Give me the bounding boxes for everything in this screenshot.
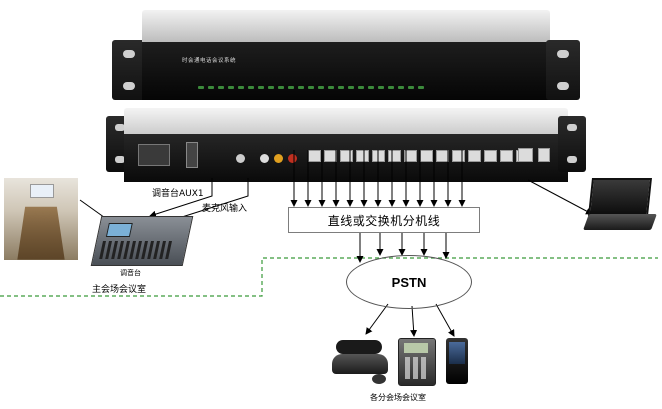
- rack-hole: [557, 50, 569, 58]
- rack-ear-left: [112, 40, 146, 100]
- audio-mixer-icon: [90, 216, 194, 266]
- rack-ear-right: [558, 116, 586, 172]
- desk-phone-icon: [332, 336, 388, 376]
- power-switch-icon: [186, 142, 198, 168]
- conference-phone-icon: [398, 338, 436, 386]
- rack-hole: [557, 82, 569, 90]
- device-top: [124, 108, 568, 136]
- mic-input-arrow: [159, 178, 249, 226]
- device-lid: [142, 10, 550, 42]
- mic-input-label: 麦克风输入: [202, 204, 248, 214]
- serial-port-icon: [538, 148, 550, 162]
- front-panel: 时会通电话会议系统: [142, 42, 550, 100]
- line-switch-box: 直线或交换机分机线: [288, 207, 480, 233]
- front-panel-title: 时会通电话会议系统: [182, 58, 237, 64]
- branch-rooms-label: 各分会场会议室: [370, 393, 426, 402]
- indicator-leds: [198, 86, 428, 91]
- dashed-divider: [0, 257, 658, 297]
- device-rear-view: [106, 108, 586, 184]
- conference-phone-icon: [372, 374, 386, 384]
- audio-jack-icon: [274, 154, 283, 163]
- conference-room-photo-icon: [4, 178, 78, 260]
- ethernet-to-laptop-arrow: [527, 179, 593, 215]
- laptop-icon: [583, 178, 657, 234]
- rack-hole: [123, 82, 135, 90]
- device-front-view: 时会通电话会议系统: [112, 10, 580, 100]
- port-arrows: [290, 150, 466, 207]
- main-room-label: 主会场会议室: [92, 285, 147, 295]
- rack-hole: [123, 50, 135, 58]
- pstn-to-phones-arrows: [365, 303, 455, 337]
- audio-jack-icon: [260, 154, 269, 163]
- pstn-cloud: PSTN: [346, 255, 472, 309]
- rack-ear-right: [546, 40, 580, 100]
- mixer-aux-label: 调音台AUX1: [152, 189, 204, 199]
- audio-jack-icon: [236, 154, 245, 163]
- mobile-phone-icon: [446, 338, 468, 384]
- mixer-name-label: 调音台: [120, 269, 141, 277]
- mixer-aux-arrow: [149, 178, 213, 218]
- ethernet-port-icon: [518, 148, 533, 162]
- audio-jack-icon: [288, 154, 297, 163]
- rear-panel: [124, 134, 568, 182]
- switch-to-pstn-arrows: [356, 232, 450, 263]
- power-socket-icon: [138, 144, 170, 166]
